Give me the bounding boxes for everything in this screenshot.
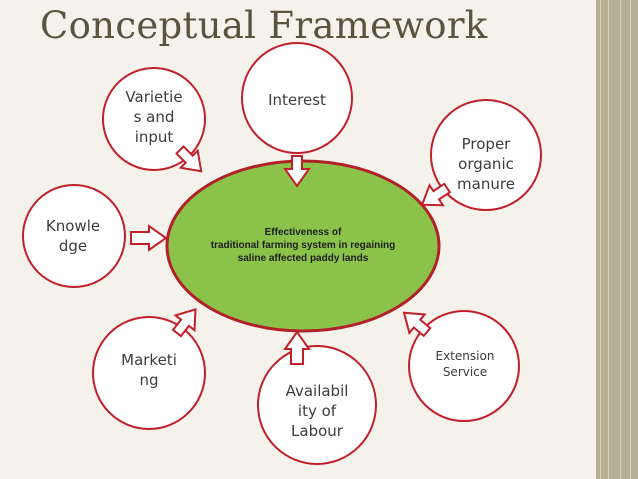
arrows [130, 145, 452, 365]
label-marketing: Marketi ng [121, 351, 177, 389]
circle-knowledge [22, 184, 126, 288]
label-manure: Proper organic manure [457, 135, 515, 193]
arrow-from-marketing [171, 307, 197, 338]
circle-extension [408, 310, 520, 422]
circle-manure [430, 99, 542, 211]
center-line-2: traditional farming system in regaining [210, 240, 396, 251]
arrow-from-manure [420, 182, 452, 207]
label-extension: Extension Service [435, 349, 495, 379]
center-label: Effectiveness of traditional farming sys… [168, 226, 438, 265]
arrow-from-varieties [175, 145, 203, 173]
circle-marketing [92, 316, 206, 430]
center-line-1: Effectiveness of [264, 227, 342, 238]
center-line-3: saline affected paddy lands [237, 253, 369, 264]
arrow-from-labour [283, 330, 311, 365]
label-varieties: Varietie s and input [125, 88, 183, 146]
label-interest: Interest [268, 91, 326, 109]
label-knowledge: Knowle dge [45, 217, 101, 255]
arrow-from-extension [402, 311, 432, 338]
label-labour: Availabil ity of Labour [285, 382, 349, 440]
arrow-from-knowledge [130, 224, 168, 252]
sidebar-decoration [596, 0, 638, 479]
arrow-from-interest [283, 155, 311, 188]
circle-labour [257, 345, 377, 465]
circle-varieties [102, 67, 206, 171]
slide-title: Conceptual Framework [40, 4, 488, 47]
circle-interest [241, 42, 353, 154]
